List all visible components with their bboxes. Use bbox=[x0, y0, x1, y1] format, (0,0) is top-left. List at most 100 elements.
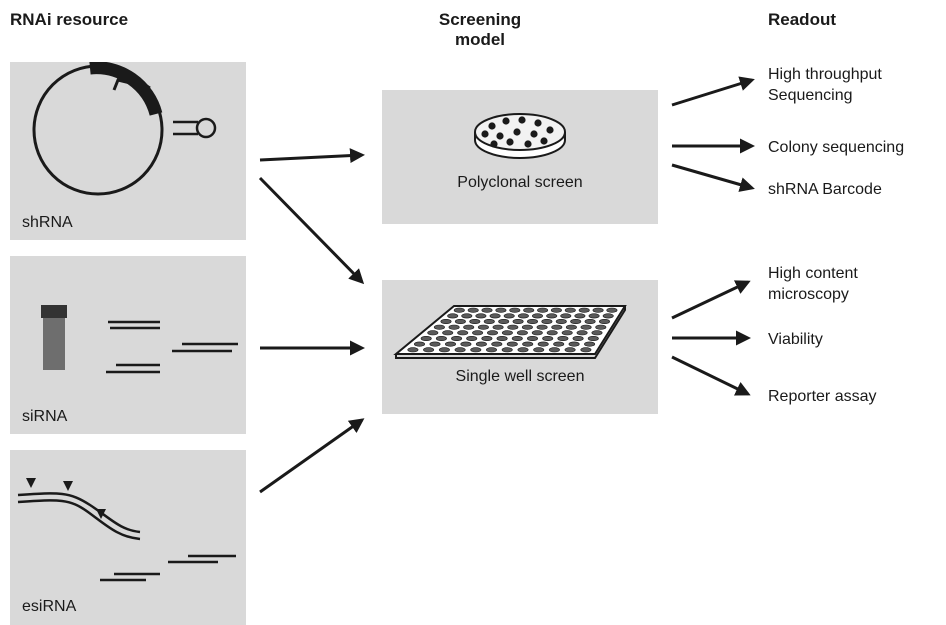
vial-duplex-icon bbox=[41, 305, 238, 374]
plate-well bbox=[454, 347, 466, 353]
plate-well bbox=[584, 318, 596, 324]
plate-well bbox=[407, 347, 419, 353]
plate-well bbox=[511, 335, 523, 341]
plate-well bbox=[548, 347, 560, 353]
plate-well bbox=[557, 335, 569, 341]
plate-well bbox=[576, 330, 588, 336]
plate-well bbox=[498, 318, 510, 324]
plate-well bbox=[435, 335, 447, 341]
plate-well bbox=[472, 330, 484, 336]
plate-well bbox=[475, 313, 487, 319]
panel-esirna: esiRNA bbox=[10, 450, 246, 625]
panel-polyclonal-label: Polyclonal screen bbox=[457, 174, 583, 191]
plate-well bbox=[542, 335, 554, 341]
plate-well bbox=[469, 318, 481, 324]
plate-well bbox=[560, 313, 572, 319]
plate-well bbox=[537, 307, 549, 313]
arrow-polyclonal-to-hts bbox=[671, 76, 755, 107]
plate-well bbox=[444, 341, 456, 347]
panel-shrna-label: shRNA bbox=[22, 214, 73, 231]
panel-polyclonal-screen: Polyclonal screen bbox=[382, 90, 658, 224]
panel-sirna-label: siRNA bbox=[22, 408, 68, 425]
plate-well bbox=[501, 347, 513, 353]
plate-well bbox=[477, 324, 489, 330]
plate-well bbox=[447, 313, 459, 319]
plate-well bbox=[506, 341, 518, 347]
plate-well bbox=[509, 307, 521, 313]
plate-well bbox=[438, 347, 450, 353]
plasmid-hairpin-icon bbox=[32, 62, 217, 196]
plate-well bbox=[481, 307, 493, 313]
arrow-shrna-to-single-well bbox=[258, 176, 365, 285]
panel-single-well-label: Single well screen bbox=[455, 368, 585, 385]
plate-well bbox=[433, 324, 445, 330]
panel-single-well-screen: Single well screen bbox=[382, 280, 658, 414]
readout-hts-line1: High throughput bbox=[768, 66, 882, 83]
plate-well bbox=[503, 313, 515, 319]
plate-well bbox=[551, 324, 563, 330]
plate-well bbox=[555, 318, 567, 324]
plate-well bbox=[550, 307, 562, 313]
plate-well bbox=[602, 313, 614, 319]
plate-well bbox=[592, 307, 604, 313]
plate-well bbox=[570, 318, 582, 324]
plate-well bbox=[492, 324, 504, 330]
plate-well bbox=[523, 307, 535, 313]
plate-well bbox=[580, 347, 592, 353]
plate-well bbox=[486, 347, 498, 353]
plate-well bbox=[491, 341, 503, 347]
plate-well bbox=[413, 341, 425, 347]
plate-well bbox=[587, 335, 599, 341]
plate-well bbox=[461, 313, 473, 319]
plate-well bbox=[454, 318, 466, 324]
plate-well bbox=[588, 313, 600, 319]
plate-well bbox=[516, 330, 528, 336]
plate-well bbox=[527, 335, 539, 341]
readout-high-throughput-sequencing: High throughput Sequencing bbox=[768, 64, 882, 106]
plate-well bbox=[595, 324, 607, 330]
plate-well bbox=[568, 341, 580, 347]
plate-well bbox=[580, 324, 592, 330]
plate-well bbox=[463, 324, 475, 330]
plate-well bbox=[427, 330, 439, 336]
panel-esirna-label: esiRNA bbox=[22, 598, 77, 615]
plate-well bbox=[467, 307, 479, 313]
plate-well bbox=[475, 341, 487, 347]
plate-well bbox=[423, 347, 435, 353]
plate-well bbox=[533, 347, 545, 353]
plate-well bbox=[578, 307, 590, 313]
dsrna-cleavage-icon bbox=[17, 478, 236, 582]
plate-well bbox=[527, 318, 539, 324]
plate-well bbox=[460, 341, 472, 347]
readout-viability: Viability bbox=[768, 331, 823, 348]
arrow-single-well-to-reporter bbox=[671, 355, 751, 396]
arrow-single-well-to-microscopy bbox=[671, 280, 751, 320]
plate-well bbox=[565, 324, 577, 330]
plate-well bbox=[564, 347, 576, 353]
plate-well bbox=[591, 330, 603, 336]
plate-well bbox=[440, 318, 452, 324]
arrow-polyclonal-to-barcode bbox=[671, 163, 755, 192]
plate-well bbox=[564, 307, 576, 313]
arrow-shrna-to-polyclonal bbox=[259, 148, 365, 164]
header-screening-model-line2: model bbox=[454, 30, 506, 49]
readout-hcm-line2: microscopy bbox=[768, 286, 849, 303]
plate-well bbox=[453, 307, 465, 313]
plate-well bbox=[532, 313, 544, 319]
plate-well bbox=[496, 335, 508, 341]
plate-well bbox=[536, 324, 548, 330]
arrow-esirna-to-single-well bbox=[259, 418, 365, 494]
plate-well bbox=[584, 341, 596, 347]
plate-well bbox=[546, 313, 558, 319]
readout-colony-sequencing: Colony sequencing bbox=[768, 139, 905, 156]
multiwell-plate-icon bbox=[393, 305, 627, 359]
readout-shrna-barcode: shRNA Barcode bbox=[768, 181, 882, 198]
plate-well bbox=[561, 330, 573, 336]
panel-shrna: shRNA bbox=[10, 62, 246, 240]
plate-well bbox=[521, 324, 533, 330]
plate-well bbox=[501, 330, 513, 336]
plate-well bbox=[420, 335, 432, 341]
plate-well bbox=[451, 335, 463, 341]
plate-well bbox=[599, 318, 611, 324]
plate-well bbox=[606, 307, 618, 313]
